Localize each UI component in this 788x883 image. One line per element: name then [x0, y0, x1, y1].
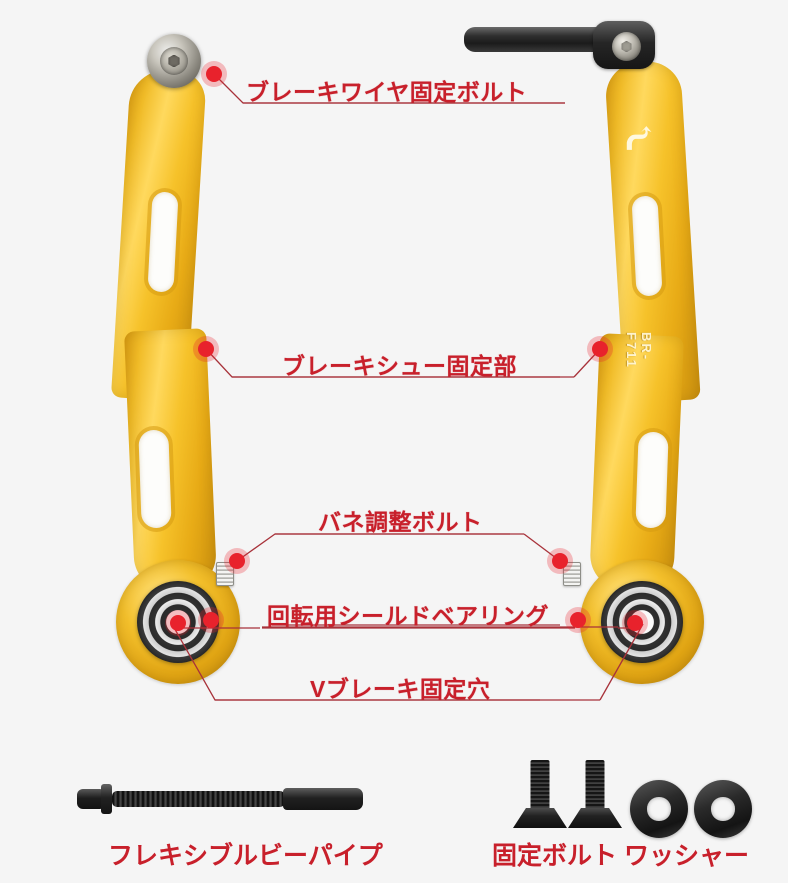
marker-sealed-bearing-left: [203, 612, 219, 628]
washer-1: [630, 780, 688, 838]
right-arm-slot-upper: [631, 195, 663, 297]
caption-fixing-bolt: 固定ボルト: [492, 842, 618, 870]
fixing-bolt-2: [568, 760, 622, 828]
label-v-brake-mount-hole: Vブレーキ固定穴: [310, 676, 491, 702]
marker-brake-wire-fixing-bolt: [206, 66, 222, 82]
washer-2: [694, 780, 752, 838]
label-brake-shoe-mount: ブレーキシュー固定部: [282, 353, 517, 379]
marker-spring-adjust-left: [229, 553, 245, 569]
pipe-flexible-section: [112, 791, 285, 807]
right-spring-adjust-screw: [563, 562, 581, 586]
left-arm-slot-upper: [147, 191, 179, 293]
pipe-tip: [77, 789, 103, 809]
bolt-head: [568, 808, 622, 828]
label-sealed-bearing: 回転用シールドベアリング: [267, 603, 549, 629]
brake-wire-fixing-bolt-head: [147, 34, 201, 88]
washer-hole: [711, 797, 735, 821]
marker-spring-adjust-right: [552, 553, 568, 569]
bolt-shaft: [585, 760, 605, 812]
p-logo-icon: [626, 126, 652, 150]
marker-v-brake-hole-right: [627, 615, 643, 631]
bolt-shaft: [530, 760, 550, 812]
noodle-pivot-bolt: [612, 32, 641, 61]
washer-hole: [647, 797, 671, 821]
pipe-collar: [101, 784, 112, 814]
left-arm-lower-body: [124, 328, 218, 592]
caption-washer: ワッシャー: [624, 842, 750, 870]
caption-flexible-noodle-pipe: フレキシブルビーパイプ: [108, 842, 383, 870]
right-arm-slot-lower: [635, 431, 669, 529]
right-arm-lower-body: [588, 333, 684, 592]
marker-v-brake-hole-left: [170, 615, 186, 631]
hex-socket-icon: [621, 40, 632, 53]
label-spring-adjust-bolt: バネ調整ボルト: [318, 509, 483, 535]
hex-socket-icon: [168, 54, 180, 68]
left-arm-slot-lower: [138, 429, 172, 529]
noodle-bar: [464, 27, 614, 52]
pipe-end-ferrule: [283, 788, 363, 810]
left-spring-adjust-screw: [216, 562, 234, 586]
model-code-text: BR-F711: [624, 332, 654, 369]
bolt-head: [513, 808, 567, 828]
label-brake-wire-fixing-bolt: ブレーキワイヤ固定ボルト: [246, 79, 528, 105]
marker-sealed-bearing-right: [570, 612, 586, 628]
marker-brake-shoe-mount-right: [592, 341, 608, 357]
fixing-bolt-1: [513, 760, 567, 828]
marker-brake-shoe-mount-left: [198, 341, 214, 357]
